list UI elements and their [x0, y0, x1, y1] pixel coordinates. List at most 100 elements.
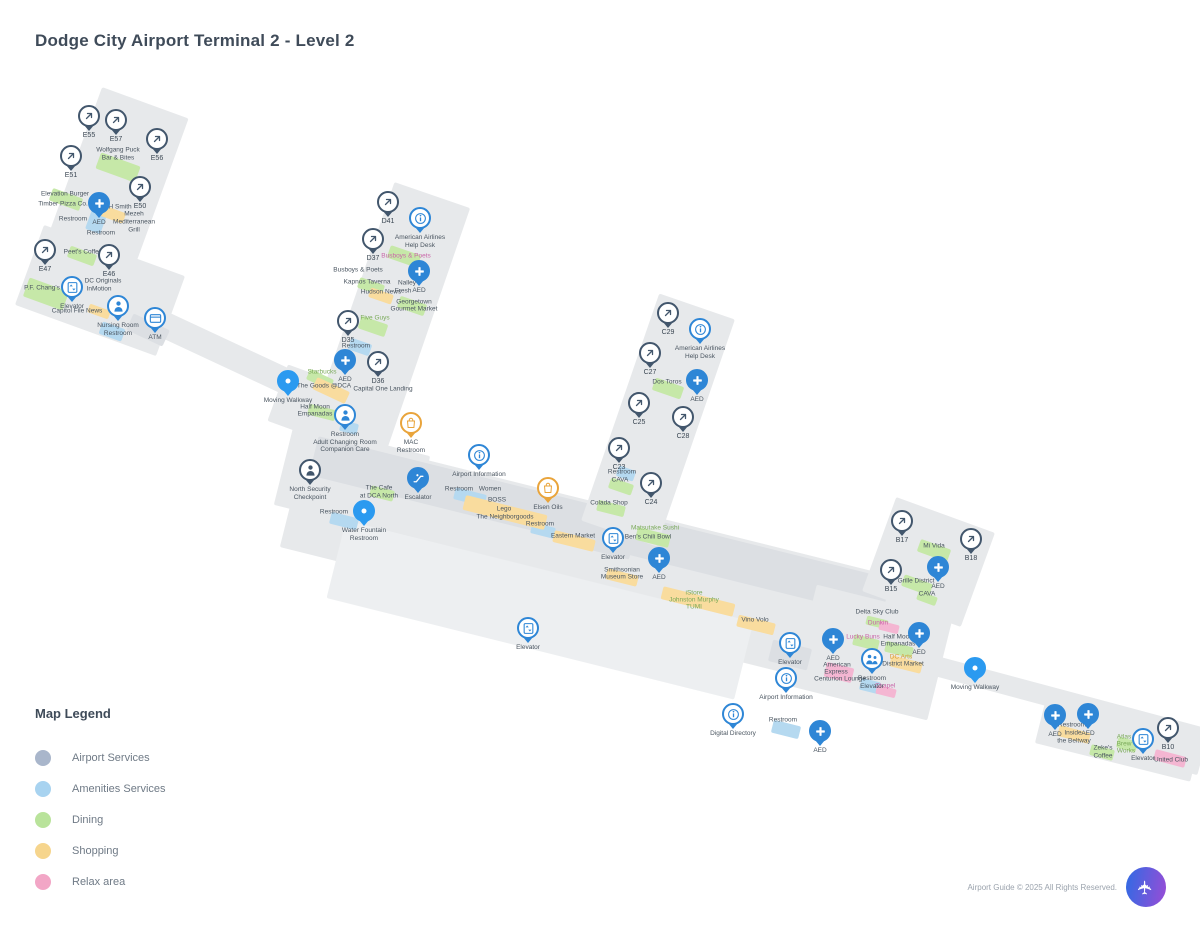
- map-label-peet-s-coffee: Peet's Coffee: [63, 248, 103, 256]
- pin-caption: D35: [341, 337, 355, 344]
- map-label-smithsonian: Smithsonian: [604, 566, 640, 574]
- map-label-women: Women: [478, 485, 502, 493]
- pin-tail: [646, 492, 656, 498]
- gate-arrow-icon: [657, 302, 679, 324]
- elevator-icon: [779, 632, 801, 654]
- legend-swatch: [35, 812, 51, 828]
- map-label-mezeh: Mezeh: [124, 210, 144, 218]
- map-label-restroom: Restroom: [86, 229, 116, 237]
- pin-caption: Airport Information: [452, 471, 506, 478]
- pin-tail: [1083, 723, 1093, 729]
- map-label-colada-shop: Colada Shop: [590, 499, 628, 507]
- pin-caption: Elevator: [778, 659, 802, 666]
- pin-tail: [785, 652, 795, 658]
- map-label-busboys-poets: Busboys & Poets: [333, 266, 383, 274]
- map-label-wh-smith: WH Smith: [102, 203, 132, 211]
- pin-caption: C28: [676, 433, 690, 440]
- pin-tail: [1163, 737, 1173, 743]
- pin-tail: [383, 211, 393, 217]
- pin-caption: E47: [38, 266, 52, 273]
- map-label-grille-district: Grille District: [897, 577, 935, 585]
- pin-caption: E46: [102, 271, 116, 278]
- pin-tail: [66, 165, 76, 171]
- map-label-ben-s-chili-bowl: Ben's Chili Bowl: [624, 533, 672, 541]
- pin-caption: C29: [661, 329, 675, 336]
- map-label-works: Works: [1116, 747, 1136, 755]
- pin-tail: [1050, 724, 1060, 730]
- pin-tail: [67, 296, 77, 302]
- info-icon: [722, 703, 744, 725]
- map-label-matsutake-sushi: Matsutake Sushi: [630, 524, 680, 532]
- map-label-brew: Brew: [1116, 740, 1132, 748]
- map-label-united-club: United Club: [1154, 756, 1188, 764]
- legend-item-label: Dining: [72, 814, 104, 826]
- map-label-zeke-s: Zeke's: [1093, 744, 1113, 752]
- pin-tail: [933, 576, 943, 582]
- map-label-the-cafe: The Cafe: [365, 484, 393, 492]
- shopping-bag-icon: [537, 477, 559, 499]
- map-label-restroom: Restroom: [768, 716, 798, 724]
- gate-arrow-icon: [146, 128, 168, 150]
- pin-caption: E50: [133, 203, 147, 210]
- water-fountain-icon: [353, 500, 375, 522]
- pin-tail: [94, 212, 104, 218]
- map-label-gourmet-market: Gourmet Market: [390, 305, 438, 313]
- pin-caption: Moving Walkway: [950, 684, 1000, 691]
- pin-tail: [608, 547, 618, 553]
- map-label-chapel: Chapel: [874, 682, 896, 690]
- shopping-bag-icon: [400, 412, 422, 434]
- map-label-restroom: Restroom: [58, 215, 88, 223]
- pin-caption: D36: [371, 378, 385, 385]
- map-label-the-beltway: the Beltway: [1057, 737, 1091, 745]
- pin-caption: D37: [366, 255, 380, 262]
- pin-tail: [678, 426, 688, 432]
- elevator-icon: [517, 617, 539, 639]
- pin-tail: [150, 327, 160, 333]
- gate-arrow-icon: [880, 559, 902, 581]
- pin-caption: AED: [690, 396, 704, 403]
- pin-tail: [414, 280, 424, 286]
- legend-swatch: [35, 750, 51, 766]
- pin-tail: [867, 668, 877, 674]
- gate-arrow-icon: [60, 145, 82, 167]
- map-label-georgetown: Georgetown: [396, 298, 432, 306]
- pin-caption: AED: [338, 376, 352, 383]
- map-label-fresh: Fresh: [394, 287, 412, 295]
- map-label-dos-toros: Dos Toros: [652, 378, 682, 386]
- legend-item-dining: Dining: [35, 812, 166, 828]
- pin-tail: [152, 148, 162, 154]
- map-label-cava: CAVA: [918, 590, 936, 598]
- gate-arrow-icon: [105, 109, 127, 131]
- pin-caption: E55: [82, 132, 96, 139]
- map-label-restroom: Restroom: [607, 468, 637, 476]
- pin-tail: [914, 642, 924, 648]
- pin-tail: [966, 548, 976, 554]
- moving-walkway-icon: [964, 657, 986, 679]
- pin-tail: [104, 264, 114, 270]
- map-label-boss: BOSS: [487, 496, 507, 504]
- pin-caption: AED: [813, 747, 827, 754]
- pin-tail: [728, 723, 738, 729]
- pin-caption: C25: [632, 419, 646, 426]
- map-label-inmotion: InMotion: [86, 285, 112, 293]
- pin-caption: AED: [1048, 731, 1062, 738]
- elevator-icon: [602, 527, 624, 549]
- pin-caption: E56: [150, 155, 164, 162]
- pin-tail: [84, 125, 94, 131]
- map-label-dunkin: Dunkin: [867, 619, 889, 627]
- pin-caption: AED: [412, 287, 426, 294]
- gate-arrow-icon: [78, 105, 100, 127]
- gate-arrow-icon: [337, 310, 359, 332]
- map-label-restroom: Restroom: [1057, 721, 1087, 729]
- map-label-wolfgang-puck: Wolfgang Puck: [96, 146, 140, 154]
- security-checkpoint-icon: [299, 459, 321, 481]
- map-label-half-moon: Half Moon: [300, 403, 330, 411]
- pin-caption: B18: [964, 555, 978, 562]
- pin-tail: [474, 464, 484, 470]
